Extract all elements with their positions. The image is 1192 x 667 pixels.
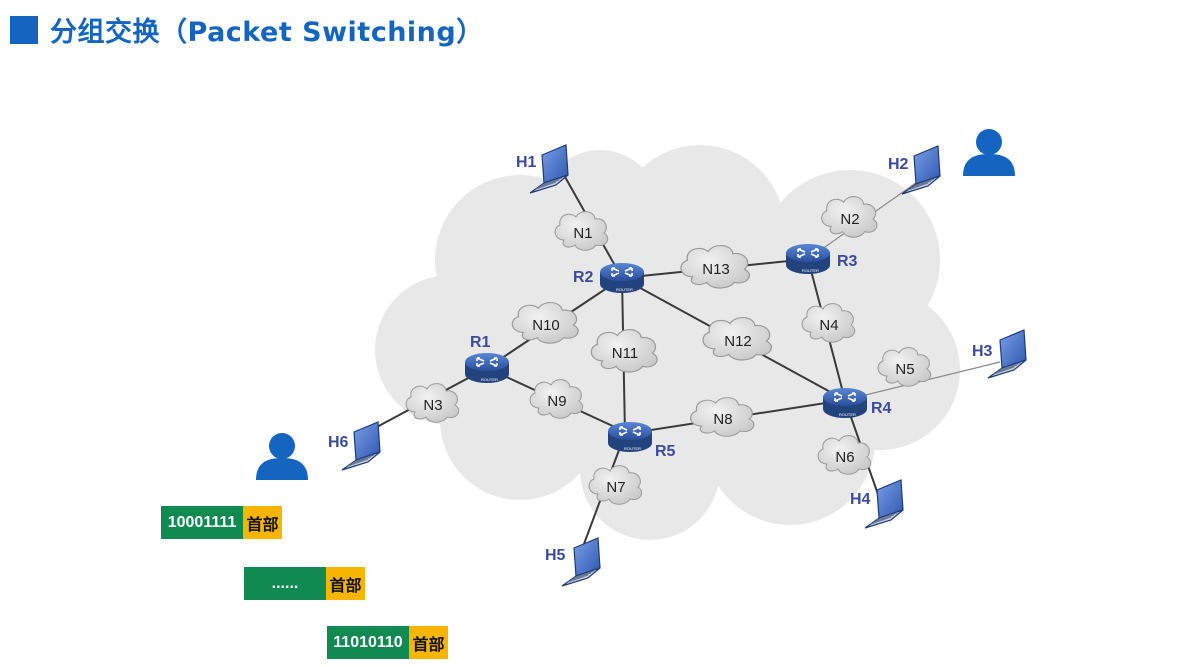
svg-text:ROUTER: ROUTER — [481, 377, 498, 382]
label-H1: H1 — [516, 154, 537, 171]
network-clouds: N1 N2 N3 N4 N5 N6 N7 N8 N9 N10 N11 N12 N… — [405, 196, 932, 505]
network-N3: N3 — [405, 383, 460, 423]
packet-1-header: 首部 — [243, 506, 282, 539]
packet-2-header: 首部 — [326, 567, 365, 600]
packet-3: 11010110 首部 — [327, 626, 448, 659]
title-marker — [10, 15, 38, 44]
svg-text:ROUTER: ROUTER — [802, 268, 819, 273]
label-R1: R1 — [470, 334, 491, 351]
router-R3[interactable]: ROUTER — [785, 243, 831, 275]
label-H5: H5 — [545, 547, 566, 564]
hosts: H1 H2 H3 H4 H5 H6 — [328, 144, 1027, 587]
network-N4: N4 — [801, 303, 856, 343]
label-R5: R5 — [655, 443, 676, 460]
label-N7: N7 — [606, 479, 625, 496]
svg-text:ROUTER: ROUTER — [624, 446, 641, 451]
network-N9: N9 — [529, 379, 584, 419]
label-N6: N6 — [835, 449, 854, 466]
svg-text:ROUTER: ROUTER — [616, 287, 633, 292]
label-N5: N5 — [895, 361, 914, 378]
label-H3: H3 — [972, 343, 993, 360]
label-R2: R2 — [573, 269, 594, 286]
network-N11: N11 — [590, 328, 658, 373]
host-H5[interactable] — [561, 537, 601, 587]
network-N1: N1 — [554, 211, 609, 251]
packet-1-data: 10001111 — [161, 506, 243, 539]
packet-2: ...... 首部 — [244, 567, 365, 600]
network-N10: N10 — [511, 301, 579, 344]
packet-2-data: ...... — [244, 567, 326, 600]
router-R1[interactable]: ROUTER — [464, 352, 510, 384]
user-icon-sender — [256, 433, 308, 480]
packet-1: 10001111 首部 — [161, 506, 282, 539]
slide-title: 分组交换（Packet Switching） — [10, 10, 484, 49]
host-H4[interactable] — [864, 479, 904, 529]
router-R4[interactable]: ROUTER — [822, 387, 868, 419]
packet-3-data: 11010110 — [327, 626, 409, 659]
label-N4: N4 — [819, 317, 838, 334]
network-N2: N2 — [821, 196, 878, 238]
label-H4: H4 — [850, 491, 871, 508]
network-N5: N5 — [877, 347, 932, 387]
label-N3: N3 — [423, 397, 442, 414]
label-N8: N8 — [713, 411, 732, 428]
network-N8: N8 — [690, 396, 755, 437]
label-N12: N12 — [724, 333, 752, 350]
network-N13: N13 — [680, 244, 751, 289]
network-N12: N12 — [702, 316, 773, 361]
router-R2[interactable]: ROUTER — [599, 262, 645, 294]
title-text: 分组交换（Packet Switching） — [50, 17, 484, 48]
label-R3: R3 — [837, 253, 858, 270]
label-N10: N10 — [532, 317, 560, 334]
router-R5[interactable]: ROUTER — [607, 421, 653, 453]
network-N7: N7 — [588, 465, 643, 505]
user-icon-receiver — [963, 129, 1015, 176]
packet-3-header: 首部 — [409, 626, 448, 659]
label-N9: N9 — [547, 393, 566, 410]
label-N11: N11 — [612, 345, 638, 362]
network-N6: N6 — [817, 435, 872, 475]
label-H2: H2 — [888, 156, 909, 173]
host-H3[interactable] — [987, 329, 1027, 379]
label-N2: N2 — [840, 211, 859, 228]
label-N1: N1 — [573, 225, 592, 242]
label-R4: R4 — [871, 400, 892, 417]
label-H6: H6 — [328, 434, 349, 451]
svg-text:ROUTER: ROUTER — [839, 412, 856, 417]
routers: ROUTER ROUTER ROUTER ROUTER ROUTER R1 R2… — [464, 243, 892, 460]
label-N13: N13 — [702, 261, 730, 278]
